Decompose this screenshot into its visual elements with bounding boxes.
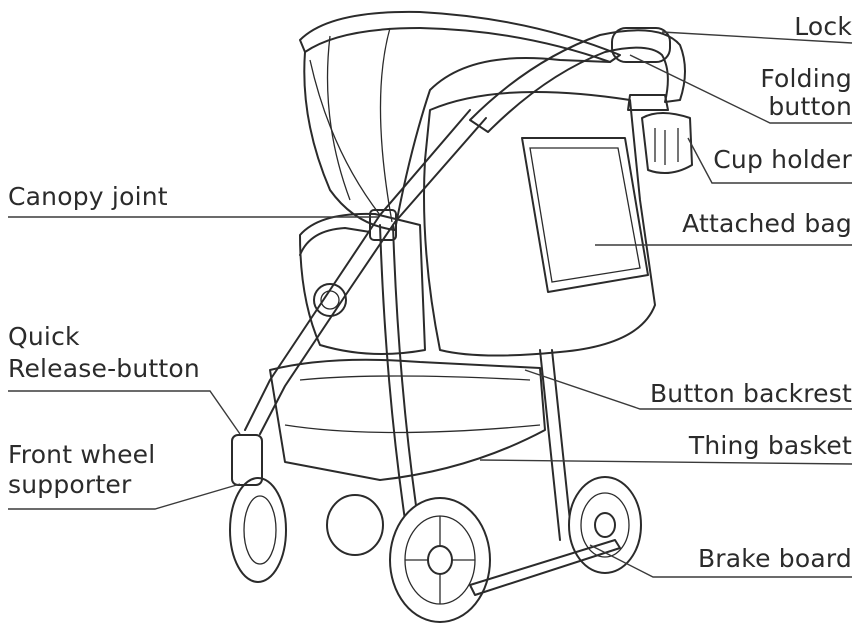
seat-body xyxy=(299,91,656,357)
cup-holder-shape xyxy=(641,112,693,175)
leader-thing-basket xyxy=(479,459,853,465)
label-front-wheel-line2: supporter xyxy=(8,470,132,499)
label-front-wheel-line1: Front wheel xyxy=(8,440,156,469)
label-folding-button-line2: button xyxy=(768,92,852,121)
basket-shape xyxy=(269,358,546,481)
label-attached-bag: Attached bag xyxy=(682,209,852,238)
label-folding-button-line1: Folding xyxy=(760,64,852,93)
leader-button-backrest xyxy=(524,369,852,410)
brake-board-shape xyxy=(469,539,621,596)
attached-bag-shape xyxy=(521,137,649,293)
rear-wheel-back xyxy=(326,494,384,556)
leader-lines xyxy=(8,31,853,578)
leader-cup-holder xyxy=(687,137,852,184)
leader-front-wheel xyxy=(8,483,241,510)
canopy xyxy=(299,10,621,231)
label-canopy-joint: Canopy joint xyxy=(8,182,168,211)
label-cup-holder: Cup holder xyxy=(713,145,852,174)
label-quick-release-line1: Quick xyxy=(8,322,80,351)
front-wheel xyxy=(229,434,287,583)
leader-lock xyxy=(661,31,853,44)
label-button-backrest: Button backrest xyxy=(649,379,852,408)
label-quick-release-line2: Release-button xyxy=(8,354,200,383)
leader-brake-board xyxy=(589,544,852,578)
label-lock: Lock xyxy=(794,12,852,41)
rear-wheel-right xyxy=(568,476,642,574)
label-thing-basket: Thing basket xyxy=(688,431,852,460)
handlebar xyxy=(469,27,686,133)
leader-quick-release xyxy=(8,390,241,435)
leader-folding xyxy=(629,54,852,124)
rear-wheel-main xyxy=(389,497,491,623)
label-brake-board: Brake board xyxy=(697,544,852,573)
